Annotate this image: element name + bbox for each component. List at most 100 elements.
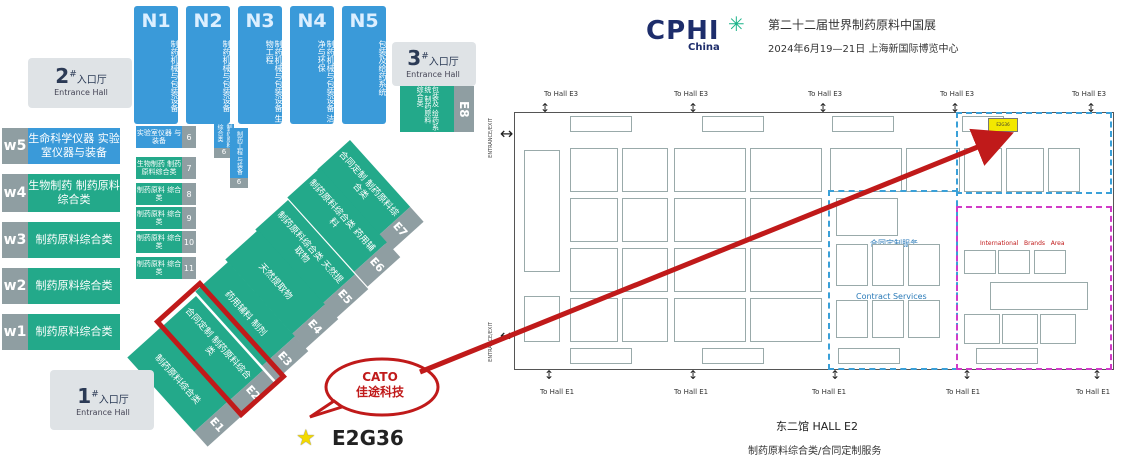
arrow-vertical-icon: ↕: [544, 368, 555, 382]
booth[interactable]: [838, 348, 900, 364]
booth[interactable]: [622, 248, 668, 292]
booth[interactable]: [570, 148, 618, 192]
booth[interactable]: [836, 244, 868, 286]
cphi-logo: CPHI China ✳: [646, 12, 746, 66]
booth[interactable]: [674, 298, 746, 342]
booth[interactable]: [1040, 314, 1076, 344]
entrance-1-num: 1: [77, 384, 92, 408]
booth[interactable]: [836, 300, 868, 338]
booth[interactable]: [872, 244, 904, 286]
hall-n3[interactable]: N3 制药机械与包装设备 生物工程: [238, 6, 283, 124]
hall-w4[interactable]: w4 生物制药 制药原料综合类: [2, 174, 120, 212]
hall-small-8-id: 8: [182, 183, 196, 205]
brand-main: CPHI: [646, 16, 720, 46]
hall-w2-id: w2: [2, 268, 28, 304]
hall-small-7[interactable]: 生物制药 制药原料综合类 7: [136, 157, 196, 179]
hall-e8[interactable]: 包装及 给药系统 制药原料 综合类 E8: [400, 86, 474, 132]
hall-small-8[interactable]: 制药原料 综合类 8: [136, 183, 196, 205]
hall-small-6-id: 6: [182, 126, 196, 148]
booth[interactable]: [750, 248, 822, 292]
entrance-2-cn: 入口厅: [76, 75, 107, 86]
hall-small-9-id: 9: [182, 207, 196, 229]
booth[interactable]: [570, 248, 618, 292]
entrance-1-cn: 入口厅: [98, 395, 129, 406]
hall-w2-desc: 制药原料综合类: [28, 268, 120, 304]
booth[interactable]: [524, 150, 560, 272]
entrance-3-en: Entrance Hall: [406, 70, 460, 79]
booth[interactable]: [750, 298, 822, 342]
hall-small-9[interactable]: 制药原料 综合类 9: [136, 207, 196, 229]
entrance-2: 2#入口厅 Entrance Hall: [36, 64, 126, 97]
booth[interactable]: [908, 300, 940, 338]
booth[interactable]: [1048, 148, 1080, 192]
hall-n3-desc: 制药机械与包装设备 生物工程: [265, 40, 283, 123]
hall-small-6[interactable]: 实验室仪器 与装备 6: [136, 126, 196, 148]
booth[interactable]: [750, 148, 822, 192]
hall-w1-id: w1: [2, 314, 28, 350]
hall-w5-desc: 生命科学仪器 实验室仪器与装备: [28, 128, 120, 164]
hall-n5[interactable]: N5 包装及给药系统: [342, 6, 387, 124]
hall-e8-desc: 包装及 给药系统 制药原料 综合类: [400, 86, 454, 132]
to-hall-bottom-2: To Hall E1: [674, 388, 709, 396]
hall-w3[interactable]: w3 制药原料综合类: [2, 222, 120, 258]
event-title: 第二十二届世界制药原料中国展: [768, 18, 937, 32]
booth[interactable]: [998, 250, 1030, 274]
booth[interactable]: [908, 244, 940, 286]
booth[interactable]: [1034, 250, 1066, 274]
booth[interactable]: [964, 314, 1000, 344]
intl-brands-label: International Brands Area: [980, 240, 1065, 247]
booth[interactable]: [990, 282, 1088, 310]
booth[interactable]: [622, 148, 668, 192]
hall-small-11[interactable]: 制药原料 综合类 11: [136, 257, 196, 279]
booth[interactable]: [674, 148, 746, 192]
booth[interactable]: [622, 198, 668, 242]
contract-label-cn: 合同定制服务: [870, 238, 918, 249]
hall-center-b[interactable]: 制药工程 与装备 6: [230, 128, 248, 188]
arrow-vertical-icon: ↕: [540, 101, 551, 115]
hall-w4-desc: 生物制药 制药原料综合类: [28, 174, 120, 212]
hall-n1[interactable]: N1 制药机械与包装设备: [134, 6, 179, 124]
booth[interactable]: [976, 348, 1038, 364]
booth[interactable]: [872, 300, 904, 338]
entrance-3-num: 3: [407, 46, 422, 70]
hall-n1-id: N1: [141, 10, 171, 32]
booth[interactable]: [570, 348, 632, 364]
booth[interactable]: [836, 198, 898, 236]
hall-n2[interactable]: N2 制药机械与包装设备: [186, 6, 231, 124]
hall-w5[interactable]: w5 生命科学仪器 实验室仪器与装备: [2, 128, 120, 164]
booth[interactable]: [570, 198, 618, 242]
hall-center-b-desc: 制药工程 与装备: [230, 128, 248, 178]
arrow-vertical-icon: ↕: [950, 101, 961, 115]
booth[interactable]: [702, 116, 764, 132]
hall-n5-desc: 包装及给药系统: [378, 40, 387, 96]
hall-e8-id: E8: [454, 86, 474, 132]
hall-small-7-desc: 生物制药 制药原料综合类: [136, 157, 182, 179]
booth[interactable]: [570, 116, 632, 132]
entrance-1-block: [50, 370, 154, 430]
hall-small-7-id: 7: [182, 157, 196, 179]
hall-center-a[interactable]: 制药原料综合类 6: [214, 124, 234, 158]
hall-n5-id: N5: [349, 10, 379, 32]
booth[interactable]: [570, 298, 618, 342]
callout-bubble: [309, 357, 440, 419]
booth[interactable]: [964, 250, 996, 274]
to-hall-top-3: To Hall E3: [808, 90, 843, 98]
booth[interactable]: [622, 298, 668, 342]
hall-n4[interactable]: N4 制药机械与包装设备 洁净与环保: [290, 6, 335, 124]
hall-small-10[interactable]: 制药原料 综合类 10: [136, 231, 196, 253]
booth[interactable]: [674, 198, 746, 242]
hall-w4-id: w4: [2, 174, 28, 212]
hall-subcaption: 制药原料综合类/合同定制服务: [748, 446, 882, 457]
booth[interactable]: [832, 116, 894, 132]
booth[interactable]: [702, 348, 764, 364]
hall-caption: 东二馆 HALL E2: [776, 420, 858, 433]
venue-overview-map: N1 制药机械与包装设备 N2 制药机械与包装设备 N3 制药机械与包装设备 生…: [0, 0, 476, 463]
hall-w5-id: w5: [2, 128, 28, 164]
booth-star-icon: ★: [296, 426, 316, 451]
to-hall-top-2: To Hall E3: [674, 90, 709, 98]
booth[interactable]: [1002, 314, 1038, 344]
hall-small-8-desc: 制药原料 综合类: [136, 183, 182, 205]
hall-w2[interactable]: w2 制药原料综合类: [2, 268, 120, 304]
hall-w1[interactable]: w1 制药原料综合类: [2, 314, 120, 350]
hall-center-a-id: 6: [214, 148, 234, 158]
